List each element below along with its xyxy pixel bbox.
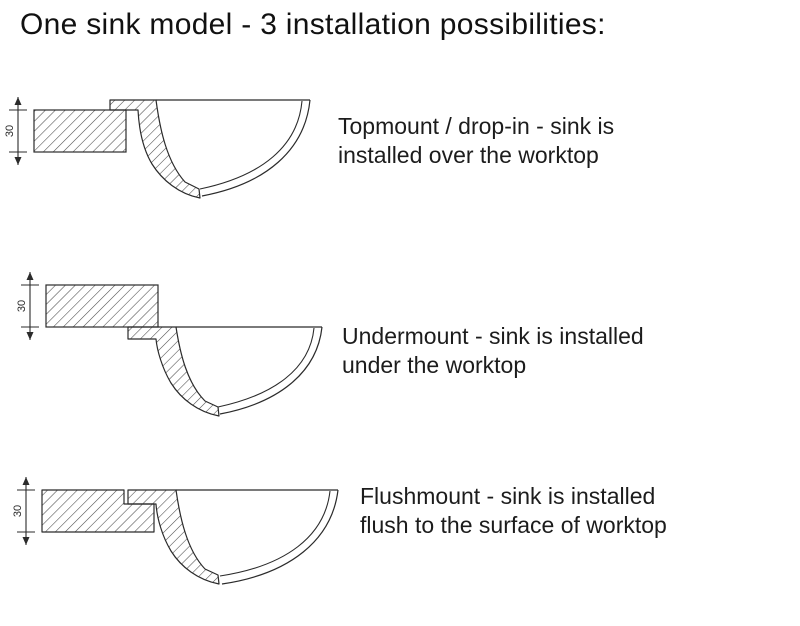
- worktop-cross-section: [33, 109, 127, 153]
- dimension-arrow-up-icon: [14, 97, 22, 105]
- dimension-label: 30: [12, 505, 24, 517]
- sink-bowl-inner-arc: [219, 490, 331, 577]
- sink-wall-cross-section: [109, 99, 201, 199]
- caption-undermount: Undermount - sink is installed under the…: [342, 322, 644, 380]
- sink-bowl-outer-arc: [219, 326, 323, 415]
- dimension-arrow-up-icon: [22, 477, 30, 485]
- undermount-section-drawing: 30: [16, 272, 323, 417]
- caption-line: Undermount - sink is installed: [342, 323, 644, 349]
- sink-bowl-inner-arc: [217, 327, 315, 408]
- flushmount-section-drawing: 30: [12, 477, 339, 585]
- sink-bowl-inner-arc: [199, 100, 303, 190]
- sink-wall-cross-section: [127, 326, 220, 417]
- dimension-arrow-up-icon: [26, 272, 34, 280]
- caption-topmount: Topmount / drop-in - sink is installed o…: [338, 112, 614, 170]
- caption-line: installed over the worktop: [338, 142, 599, 168]
- topmount-section-drawing: 30: [4, 97, 311, 199]
- sink-wall-cross-section: [127, 489, 220, 585]
- caption-line: flush to the surface of worktop: [360, 512, 667, 538]
- caption-line: Flushmount - sink is installed: [360, 483, 656, 509]
- caption-flushmount: Flushmount - sink is installed flush to …: [360, 482, 667, 540]
- dimension-30: 30: [4, 97, 27, 165]
- sink-bowl-outer-arc: [201, 99, 311, 197]
- dimension-arrow-down-icon: [22, 537, 30, 545]
- dimension-label: 30: [4, 125, 16, 137]
- dimension-arrow-down-icon: [26, 332, 34, 340]
- dimension-arrow-down-icon: [14, 157, 22, 165]
- worktop-cross-section: [45, 284, 159, 328]
- dimension-label: 30: [16, 300, 28, 312]
- page-title: One sink model - 3 installation possibil…: [20, 8, 606, 41]
- dimension-30: 30: [16, 272, 39, 340]
- sink-bowl-outer-arc: [221, 489, 339, 585]
- caption-line: under the worktop: [342, 352, 527, 378]
- dimension-30: 30: [12, 477, 35, 545]
- caption-line: Topmount / drop-in - sink is: [338, 113, 615, 139]
